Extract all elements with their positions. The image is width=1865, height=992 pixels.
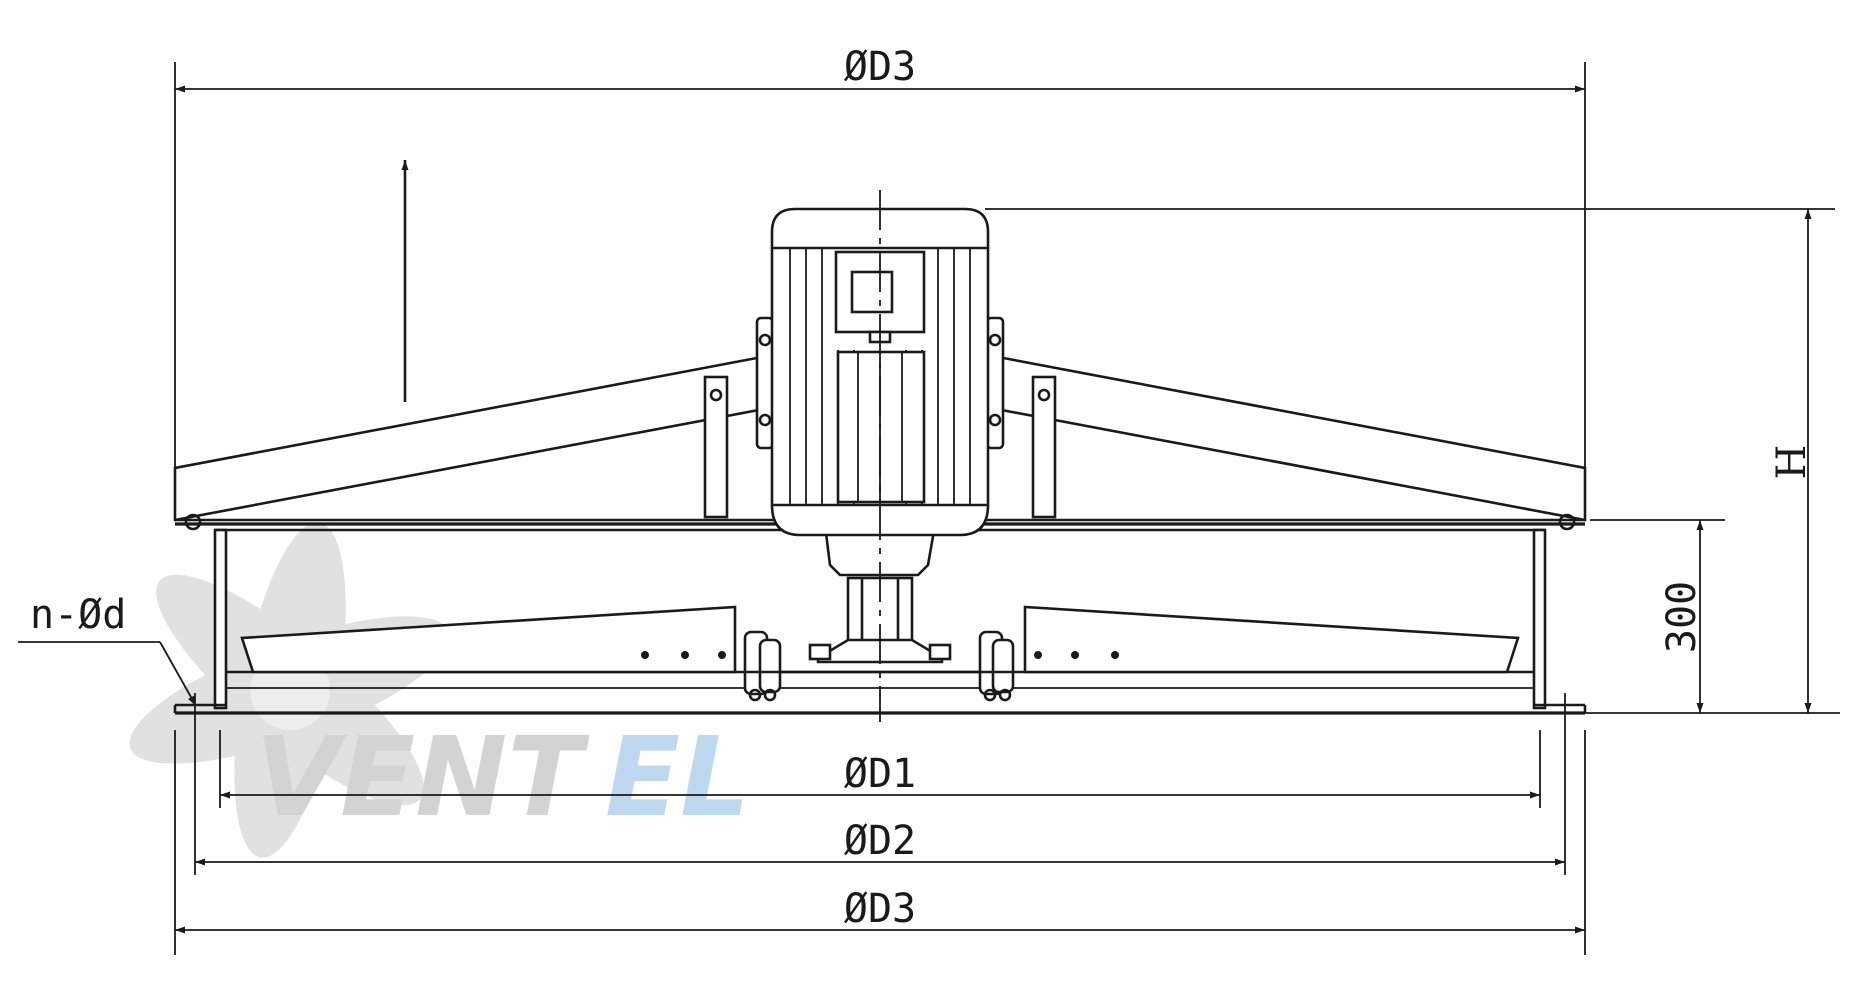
- watermark-logo: VENT EL: [129, 522, 750, 858]
- dimension-d2: ØD2: [194, 730, 1566, 875]
- height-label: H: [1769, 445, 1815, 480]
- ring-height-label: 300: [1659, 581, 1705, 653]
- watermark-brand-part2: EL: [605, 713, 750, 841]
- dimension-d3-bottom: ØD3: [174, 730, 1586, 955]
- support-frame: [173, 353, 1587, 531]
- fan-blades: [240, 605, 1520, 702]
- d3-top-label: ØD3: [844, 44, 916, 90]
- dimension-d3-top: ØD3: [174, 44, 1586, 520]
- dimension-d1: ØD1: [219, 730, 1541, 808]
- d2-label: ØD2: [844, 818, 916, 864]
- holes-label: n-Ød: [30, 592, 126, 638]
- watermark-brand-part1: VENT: [255, 713, 590, 841]
- dimension-height: H: [985, 208, 1840, 714]
- dimension-ring-height: 300: [1590, 519, 1725, 713]
- motor: [755, 207, 1005, 537]
- d3-bottom-label: ØD3: [844, 886, 916, 932]
- d1-label: ØD1: [844, 751, 916, 797]
- mounting-hole-callout: n-Ød: [18, 592, 1578, 730]
